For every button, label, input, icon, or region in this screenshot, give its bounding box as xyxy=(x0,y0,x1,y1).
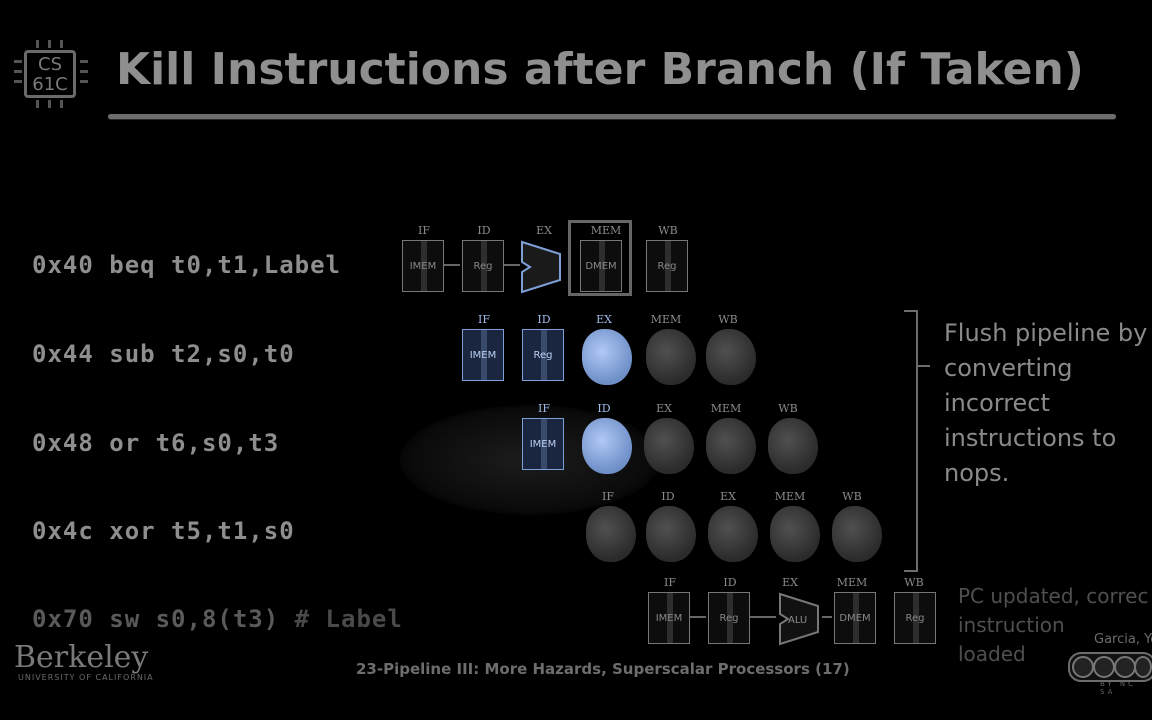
instr-addr: 0x40 xyxy=(32,251,94,279)
nop-bubble xyxy=(582,329,632,385)
imem-unit: IMEM xyxy=(648,592,690,644)
stage-label-if: IF xyxy=(664,576,676,589)
stage-label-id: ID xyxy=(661,490,675,503)
stage-label-wb: WB xyxy=(718,313,738,326)
reg-unit: Reg xyxy=(708,592,750,644)
instr-text: or t6,s0,t3 xyxy=(109,429,280,457)
nop-bubble xyxy=(768,418,818,474)
stage-label-if: IF xyxy=(602,490,614,503)
stage-label-id: ID xyxy=(723,576,737,589)
pipeline-row-sw: IF ID EX MEM WB IMEM Reg ALU DMEM Reg xyxy=(646,576,946,652)
nop-bubble xyxy=(706,329,756,385)
stage-label-id: ID xyxy=(477,224,491,237)
cc-icon xyxy=(1072,656,1094,678)
pipeline-row-beq: IF ID EX MEM WB IMEM Reg DMEM Reg xyxy=(400,220,700,300)
cs61c-logo: CS 61C xyxy=(14,40,88,108)
stage-label-mem: MEM xyxy=(650,313,682,326)
stage-label-wb: WB xyxy=(658,224,678,237)
reg-unit-wb: Reg xyxy=(894,592,936,644)
berkeley-logo: Berkeley xyxy=(14,640,149,675)
stage-label-ex: EX xyxy=(656,402,672,415)
slide-title: Kill Instructions after Branch (If Taken… xyxy=(116,44,1084,95)
nop-bubble xyxy=(770,506,820,562)
title-rule xyxy=(108,114,1116,119)
reg-unit-wb: Reg xyxy=(646,240,688,292)
stage-label-ex: EX xyxy=(536,224,552,237)
flush-note: Flush pipeline by converting incorrect i… xyxy=(944,316,1147,491)
nc-icon xyxy=(1114,656,1136,678)
instruction-0x4c: 0x4c xor t5,t1,s0 xyxy=(32,517,295,545)
alu-label: ALU xyxy=(788,615,807,626)
stage-label-id: ID xyxy=(537,313,551,326)
nop-bubble xyxy=(646,329,696,385)
nop-bubble xyxy=(646,506,696,562)
flush-note-line: nops. xyxy=(944,459,1010,487)
stage-label-ex: EX xyxy=(720,490,736,503)
pc-note-line: PC updated, correc xyxy=(958,584,1149,608)
nop-bubble xyxy=(644,418,694,474)
stage-label-wb: WB xyxy=(904,576,924,589)
stage-label-id: ID xyxy=(597,402,611,415)
reg-unit: Reg xyxy=(462,240,504,292)
stage-label-wb: WB xyxy=(842,490,862,503)
pipeline-row-xor: IF ID EX MEM WB xyxy=(584,490,894,566)
instruction-0x40: 0x40 beq t0,t1,Label xyxy=(32,251,341,279)
author-credit: Garcia, Yo xyxy=(1094,632,1152,647)
sa-icon xyxy=(1134,656,1152,678)
instr-addr: 0x48 xyxy=(32,429,94,457)
pc-note-line: instruction xyxy=(958,613,1065,637)
cc-license-text: BY NC SA xyxy=(1100,680,1137,696)
stage-label-mem: MEM xyxy=(836,576,868,589)
instr-text: xor t5,t1,s0 xyxy=(109,517,295,545)
by-icon xyxy=(1093,656,1115,678)
instr-addr: 0x4c xyxy=(32,517,94,545)
flush-note-line: incorrect xyxy=(944,389,1050,417)
instr-text: sw s0,8(t3) xyxy=(109,605,280,633)
nop-bubble xyxy=(706,418,756,474)
stage-label-if: IF xyxy=(538,402,550,415)
logo-line2: 61C xyxy=(32,74,68,95)
instr-comment: # Label xyxy=(294,605,403,633)
logo-line1: CS xyxy=(38,54,62,75)
instruction-0x48: 0x48 or t6,s0,t3 xyxy=(32,429,279,457)
instr-text: sub t2,s0,t0 xyxy=(109,340,295,368)
berkeley-logo-sub: UNIVERSITY OF CALIFORNIA xyxy=(18,673,154,682)
stage-label-mem: MEM xyxy=(774,490,806,503)
alu-unit: ALU xyxy=(779,592,819,646)
nop-bubble xyxy=(582,418,632,474)
pipeline-row-sub: IF ID EX MEM WB IMEM Reg xyxy=(460,313,760,389)
imem-unit: IMEM xyxy=(522,418,564,470)
pc-updated-note: PC updated, correc instruction loaded xyxy=(958,582,1152,669)
instr-addr: 0x70 xyxy=(32,605,94,633)
stage-label-if: IF xyxy=(478,313,490,326)
imem-unit: IMEM xyxy=(462,329,504,381)
dmem-unit: DMEM xyxy=(580,240,622,292)
flush-note-line: Flush pipeline by xyxy=(944,319,1148,347)
nop-bubble xyxy=(708,506,758,562)
imem-unit: IMEM xyxy=(402,240,444,292)
stage-label-ex: EX xyxy=(596,313,612,326)
nop-bubble xyxy=(586,506,636,562)
stage-label-if: IF xyxy=(418,224,430,237)
instruction-0x44: 0x44 sub t2,s0,t0 xyxy=(32,340,295,368)
reg-unit: Reg xyxy=(522,329,564,381)
stage-label-wb: WB xyxy=(778,402,798,415)
alu-unit xyxy=(521,240,561,294)
stage-label-mem: MEM xyxy=(710,402,742,415)
stage-label-mem: MEM xyxy=(590,224,622,237)
flush-note-line: converting xyxy=(944,354,1073,382)
flush-brace xyxy=(904,310,918,572)
pc-note-line: loaded xyxy=(958,642,1026,666)
stage-label-ex: EX xyxy=(782,576,798,589)
lecture-footer: 23-Pipeline III: More Hazards, Superscal… xyxy=(356,660,850,678)
instr-text: beq t0,t1,Label xyxy=(109,251,341,279)
instr-addr: 0x44 xyxy=(32,340,94,368)
cc-license-badge xyxy=(1068,652,1152,682)
dmem-unit: DMEM xyxy=(834,592,876,644)
logo-chip: CS 61C xyxy=(24,50,76,98)
nop-bubble xyxy=(832,506,882,562)
instruction-0x70: 0x70 sw s0,8(t3) # Label xyxy=(32,605,403,633)
pipeline-row-or: IF ID EX MEM WB IMEM xyxy=(520,402,830,478)
flush-note-line: instructions to xyxy=(944,424,1117,452)
